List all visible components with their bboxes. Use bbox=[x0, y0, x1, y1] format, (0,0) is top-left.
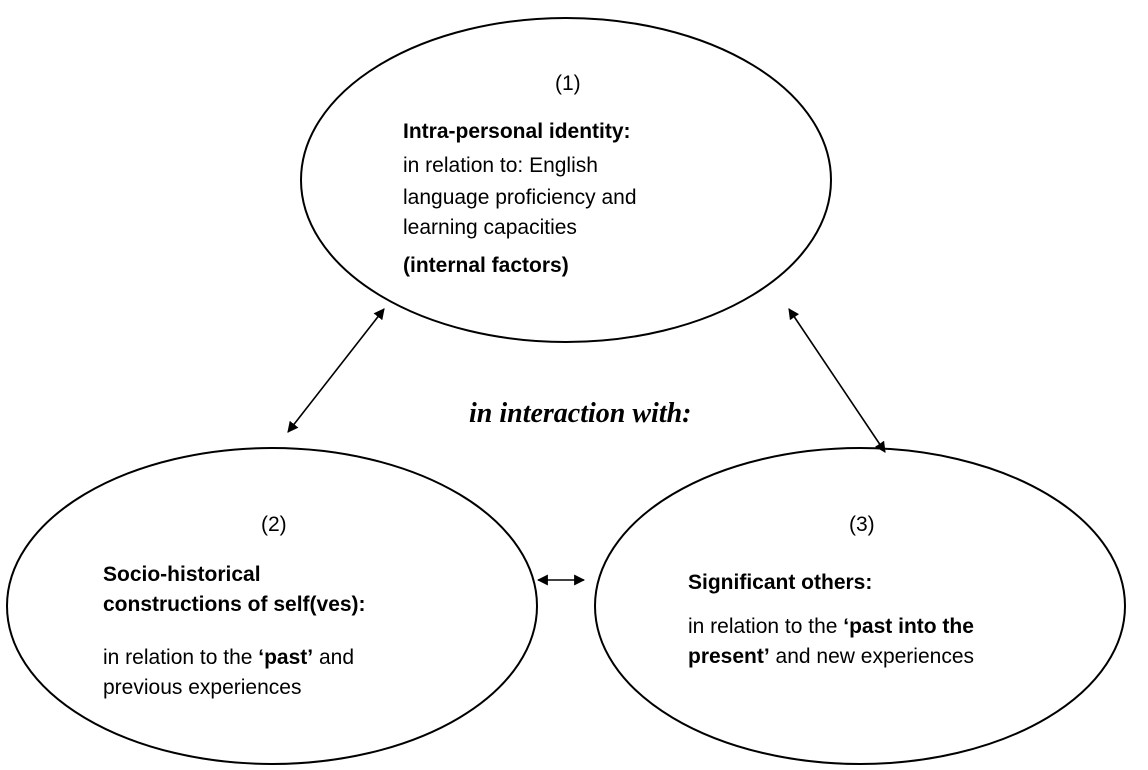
node-intra-personal-body-line-2: language proficiency and bbox=[403, 186, 637, 209]
node-intra-personal-number: (1) bbox=[555, 72, 581, 95]
node-intra-personal-ellipse bbox=[300, 17, 832, 343]
node-socio-historical-ellipse bbox=[6, 447, 538, 765]
node-socio-historical-body-suffix: and bbox=[313, 646, 354, 669]
node-significant-others-body-prefix: in relation to the bbox=[688, 615, 844, 638]
node-significant-others-number: (3) bbox=[849, 513, 875, 536]
node-intra-personal-body-line-3: learning capacities bbox=[403, 216, 577, 239]
node-socio-historical-body-line-1: in relation to the ‘past’ and bbox=[103, 645, 354, 670]
arrow-intra-to-significant bbox=[788, 308, 886, 453]
node-socio-historical-number: (2) bbox=[261, 513, 287, 536]
node-socio-historical-heading-line-2: constructions of self(ves): bbox=[103, 593, 366, 616]
node-significant-others-body-bold-2: present’ bbox=[688, 645, 770, 668]
arrow-intra-to-socio bbox=[287, 308, 385, 433]
node-significant-others-body-line-1: in relation to the ‘past into the bbox=[688, 614, 974, 639]
node-significant-others-body-bold-1: ‘past into the bbox=[843, 615, 974, 638]
node-significant-others-ellipse bbox=[594, 447, 1126, 765]
node-significant-others-body-line-2: present’ and new experiences bbox=[688, 644, 974, 669]
node-socio-historical-body-line-2: previous experiences bbox=[103, 676, 302, 699]
node-intra-personal-body-line-1: in relation to: English bbox=[403, 154, 598, 177]
node-socio-historical-heading-line-1: Socio-historical bbox=[103, 563, 261, 586]
node-intra-personal-heading: Intra-personal identity: bbox=[403, 120, 631, 143]
center-label: in interaction with: bbox=[469, 398, 692, 429]
node-significant-others-body-suffix: and new experiences bbox=[769, 645, 975, 668]
node-socio-historical-body-bold: ‘past’ bbox=[258, 646, 314, 669]
node-significant-others-heading: Significant others: bbox=[688, 571, 873, 594]
node-socio-historical-body-prefix: in relation to the bbox=[103, 646, 259, 669]
node-intra-personal-note: (internal factors) bbox=[403, 254, 569, 277]
